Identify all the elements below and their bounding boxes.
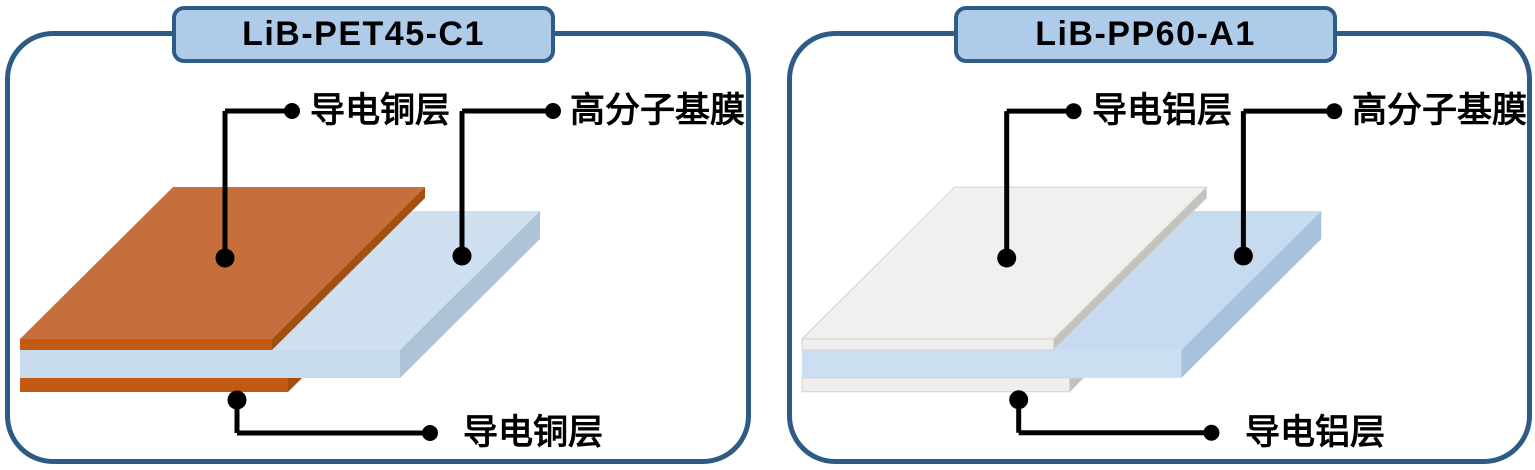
callout-dot: [227, 390, 247, 410]
callout-dot: [215, 248, 235, 268]
callout-dot: [1203, 424, 1220, 441]
bottom-metal-side-face: [288, 378, 302, 392]
panel-title: LiB-PP60-A1: [1035, 15, 1256, 53]
top-metal-layer-label: 导电铜层: [310, 91, 451, 131]
bottom-metal-side-face: [1069, 377, 1085, 394]
film-side-face: [400, 211, 540, 378]
top-metal-layer-label: 导电铝层: [1092, 91, 1233, 131]
title-badge: LiB-PET45-C1: [172, 6, 555, 63]
top-metal-side-face: [272, 187, 425, 350]
callout-dot: [284, 103, 300, 119]
panel-title: LiB-PET45-C1: [242, 15, 485, 53]
layer-stack-diagram: [800, 103, 1343, 441]
polymer-film-label: 高分子基膜: [570, 91, 746, 131]
top-metal-front-face: [801, 338, 1055, 351]
film-front-face: [801, 349, 1182, 378]
bottom-metal-front-face: [801, 377, 1071, 393]
callout-dot: [545, 103, 561, 119]
film-front-face: [20, 350, 400, 378]
callout-dot: [422, 425, 438, 441]
panel-lib-pp60-a1: LiB-PP60-A1: [787, 6, 1532, 464]
callout-dot: [1065, 103, 1082, 120]
panel-lib-pet45-c1: LiB-PET45-C1: [5, 6, 751, 464]
callout-dot: [1326, 103, 1343, 120]
callout-dot: [1233, 246, 1253, 266]
callout-dot: [997, 248, 1017, 268]
top-metal-front-face: [20, 339, 272, 350]
film-side-face: [1181, 211, 1322, 378]
title-badge: LiB-PP60-A1: [954, 6, 1337, 63]
layer-stack-diagram: [20, 103, 561, 441]
bottom-metal-layer-label: 导电铜层: [463, 413, 604, 453]
callout-dot: [452, 246, 472, 266]
bottom-metal-front-face: [20, 378, 288, 392]
callout-dot: [1009, 390, 1029, 410]
polymer-film-label: 高分子基膜: [1352, 91, 1528, 131]
bottom-metal-layer-label: 导电铝层: [1245, 413, 1386, 453]
